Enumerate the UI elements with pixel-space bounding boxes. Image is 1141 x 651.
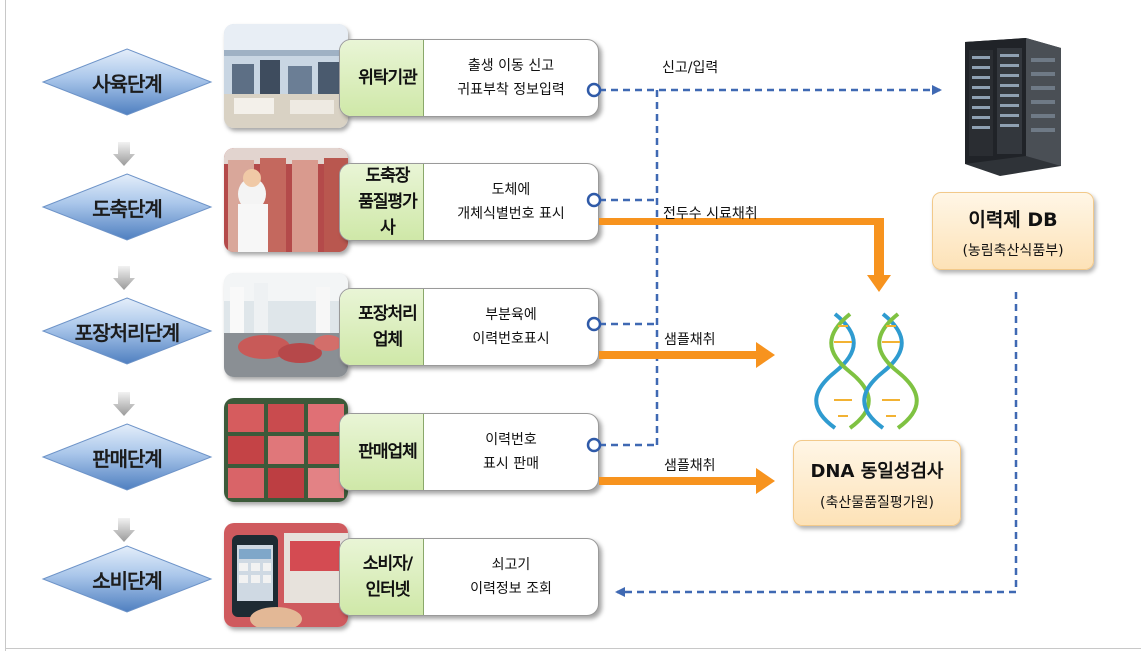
action-label: 부분육에 이력번호표시 xyxy=(472,307,550,347)
connector-node xyxy=(586,82,602,98)
action-label: 이력번호 표시 판매 xyxy=(483,432,539,472)
dashed-report-lines xyxy=(599,85,1018,597)
traceability-db-box: 이력제 DB (농림축산식품부) xyxy=(932,192,1094,270)
dna-title: DNA 동일성검사 xyxy=(810,461,944,482)
actor-label: 소비자/ 인터넷 xyxy=(340,539,424,615)
process-row-slaughter: 도축장 품질평가사 도체에 개체식별번호 표시 xyxy=(224,148,599,252)
stage-label: 도축단계 xyxy=(92,196,163,221)
db-return-line xyxy=(615,292,1018,597)
dna-test-box: DNA 동일성검사 (축산물품질평가원) xyxy=(793,440,961,526)
down-arrow-icon xyxy=(113,266,135,290)
stage-label: 사육단계 xyxy=(92,71,163,96)
actor-label: 포장처리 업체 xyxy=(340,289,424,365)
db-title: 이력제 DB xyxy=(968,209,1058,231)
process-card: 도축장 품질평가사 도체에 개체식별번호 표시 xyxy=(339,163,599,241)
full-sampling-arrow xyxy=(599,218,891,292)
label-full-sampling: 전두수 시료채취 xyxy=(663,206,758,222)
process-card: 위탁기관 출생 이동 신고 귀표부착 정보입력 xyxy=(339,39,599,117)
diamond-shape xyxy=(41,48,213,116)
stage-label: 포장처리단계 xyxy=(74,320,180,345)
down-arrow-icon xyxy=(113,518,135,542)
frame-border-bottom xyxy=(5,648,1141,649)
process-card: 판매업체 이력번호 표시 판매 xyxy=(339,413,599,491)
process-row-breeding: 위탁기관 출생 이동 신고 귀표부착 정보입력 xyxy=(224,24,599,128)
label-report-input: 신고/입력 xyxy=(662,60,719,76)
dna-helix-icon xyxy=(814,312,919,430)
down-arrow-icon xyxy=(113,142,135,166)
action-label: 출생 이동 신고 귀표부착 정보입력 xyxy=(457,58,565,98)
process-card: 포장처리 업체 부분육에 이력번호표시 xyxy=(339,288,599,366)
dna-subtitle: (축산물품질평가원) xyxy=(820,495,934,511)
frame-border-left xyxy=(5,0,6,651)
process-row-consumption: 소비자/ 인터넷 쇠고기 이력정보 조회 xyxy=(224,523,599,627)
connector-nodes xyxy=(586,82,602,453)
meat-processing-photo xyxy=(224,273,348,377)
process-row-sales: 판매업체 이력번호 표시 판매 xyxy=(224,398,599,502)
action-label: 쇠고기 이력정보 조회 xyxy=(470,557,552,597)
connector-node xyxy=(586,316,602,332)
db-subtitle: (농림축산식품부) xyxy=(962,243,1064,259)
office-photo xyxy=(224,24,348,128)
stage-label: 소비단계 xyxy=(92,568,163,593)
stage-diamond-packaging: 포장처리단계 xyxy=(41,296,213,366)
sampling-arrow-1 xyxy=(599,342,775,368)
stage-diamond-consumption: 소비단계 xyxy=(41,544,213,614)
smartphone-scan-photo xyxy=(224,523,348,627)
actor-label: 판매업체 xyxy=(340,414,424,490)
actor-label: 위탁기관 xyxy=(340,40,424,116)
diamond-shape xyxy=(41,173,213,241)
slaughterhouse-photo xyxy=(224,148,348,252)
process-card: 소비자/ 인터넷 쇠고기 이력정보 조회 xyxy=(339,538,599,616)
orange-sampling-arrows xyxy=(599,218,891,494)
action-label: 도체에 개체식별번호 표시 xyxy=(457,182,565,222)
connector-node xyxy=(586,437,602,453)
meat-retail-photo xyxy=(224,398,348,502)
label-sampling-1: 샘플채취 xyxy=(664,332,716,348)
down-arrow-icon xyxy=(113,392,135,416)
diamond-shape xyxy=(41,545,213,613)
process-row-packaging: 포장처리 업체 부분육에 이력번호표시 xyxy=(224,273,599,377)
stage-diamond-slaughter: 도축단계 xyxy=(41,172,213,242)
actor-label: 도축장 품질평가사 xyxy=(340,164,424,240)
connector-node xyxy=(586,192,602,208)
stage-diamond-breeding: 사육단계 xyxy=(41,47,213,117)
diamond-shape xyxy=(41,423,213,491)
server-icon xyxy=(965,38,1061,176)
stage-diamond-sales: 판매단계 xyxy=(41,422,213,492)
sampling-arrow-2 xyxy=(599,468,775,494)
label-sampling-2: 샘플채취 xyxy=(664,458,716,474)
stage-label: 판매단계 xyxy=(92,446,163,471)
diamond-shape xyxy=(41,297,213,365)
